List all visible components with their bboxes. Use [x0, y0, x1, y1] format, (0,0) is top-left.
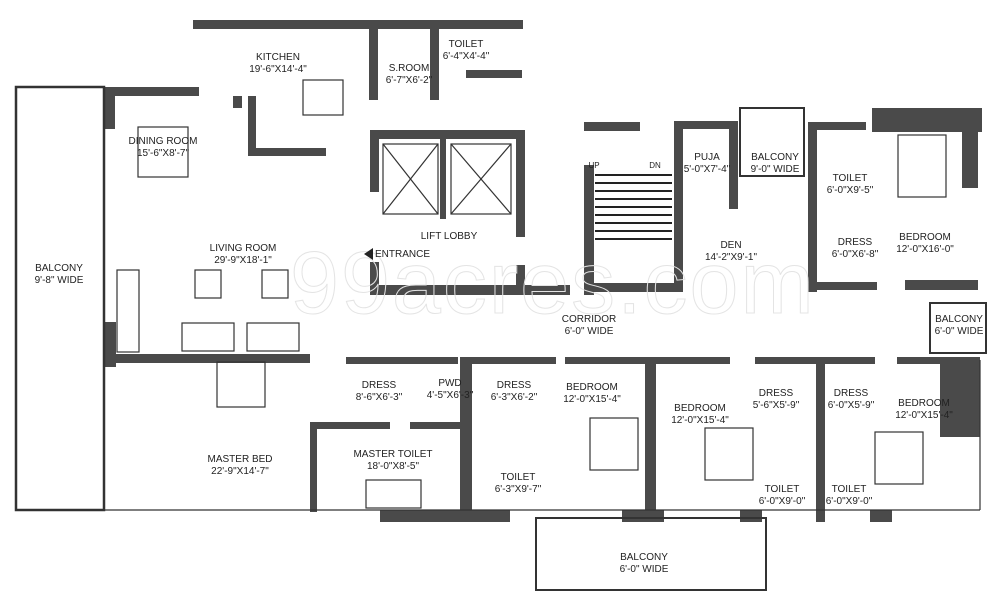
- arrow-left-triangle-icon: [364, 248, 373, 260]
- room-size: 6'-0" WIDE: [619, 564, 669, 575]
- room-size: 6'-4"X4'-4": [442, 51, 490, 62]
- stair-up-label: UP: [588, 161, 600, 170]
- room-size: 9'-0" WIDE: [750, 164, 800, 175]
- room-name: DINING ROOM: [128, 136, 198, 147]
- room-name: BEDROOM: [898, 398, 950, 409]
- room-name: BALCONY: [935, 314, 983, 325]
- room-size: 6'-0" WIDE: [934, 326, 984, 337]
- room-size: 6'-0"X9'-0": [825, 496, 873, 507]
- room-size: 12'-0"X15'-4": [895, 410, 953, 421]
- room-name: TOILET: [448, 39, 484, 50]
- room-size: 6'-0"X9'-0": [758, 496, 806, 507]
- room-size: 8'-6"X6'-3": [355, 392, 403, 403]
- room-name: PWD: [438, 378, 462, 389]
- room-name: TOILET: [831, 484, 867, 495]
- room-name: LIFT LOBBY: [420, 231, 478, 242]
- room-size: 6'-0" WIDE: [564, 326, 614, 337]
- stair-down-label: DN: [649, 161, 661, 170]
- watermark: 99acres.com: [290, 233, 816, 333]
- room-size: 9'-8" WIDE: [34, 275, 84, 286]
- room-name: KITCHEN: [256, 52, 300, 63]
- room-name: TOILET: [500, 472, 536, 483]
- room-name: DRESS: [496, 380, 532, 391]
- room-size: 6'-3"X9'-7": [494, 484, 542, 495]
- room-name: BEDROOM: [899, 232, 951, 243]
- room-name: BALCONY: [620, 552, 668, 563]
- room-name: LIVING ROOM: [209, 243, 277, 254]
- room-label-lift-lobby: LIFT LOBBY: [421, 231, 478, 243]
- room-name: DEN: [720, 240, 742, 251]
- room-name: TOILET: [764, 484, 800, 495]
- room-name: BALCONY: [35, 263, 83, 274]
- room-name: TOILET: [832, 173, 868, 184]
- room-size: 5'-0"X7'-4": [683, 164, 731, 175]
- room-name: DRESS: [361, 380, 397, 391]
- room-size: 18'-0"X8'-5": [366, 461, 420, 472]
- room-size: 15'-6"X8'-7": [136, 148, 190, 159]
- room-name: DRESS: [758, 388, 794, 399]
- room-size: 14'-2"X9'-1": [704, 252, 758, 263]
- room-name: BEDROOM: [566, 382, 618, 393]
- entrance-label: ENTRANCE: [375, 248, 431, 260]
- walls: [104, 20, 982, 522]
- room-name: DRESS: [833, 388, 869, 399]
- room-size: 19'-6"X14'-4": [249, 64, 307, 75]
- room-size: 6'-3"X6'-2": [490, 392, 538, 403]
- room-name: PUJA: [694, 152, 720, 163]
- room-size: 22'-9"X14'-7": [211, 466, 269, 477]
- room-name: BALCONY: [751, 152, 799, 163]
- room-size: 6'-0"X5'-9": [827, 400, 875, 411]
- room-size: 29'-9"X18'-1": [214, 255, 272, 266]
- room-size: 6'-0"X9'-5": [826, 185, 874, 196]
- room-name: CORRIDOR: [561, 314, 617, 325]
- room-name: MASTER TOILET: [353, 449, 433, 460]
- room-name: BEDROOM: [674, 403, 726, 414]
- room-size: 6'-7"X6'-2": [385, 75, 433, 86]
- room-size: 12'-0"X15'-4": [563, 394, 621, 405]
- room-size: 6'-0"X6'-8": [831, 249, 879, 260]
- room-name: MASTER BED: [207, 454, 273, 465]
- room-size: 12'-0"X15'-4": [671, 415, 729, 426]
- room-size: 12'-0"X16'-0": [896, 244, 954, 255]
- room-size: 4'-5"X6'-3": [426, 390, 474, 401]
- outlines: [14, 79, 987, 591]
- room-name: S.ROOM: [388, 63, 430, 74]
- room-name: DRESS: [837, 237, 873, 248]
- room-size: 5'-6"X5'-9": [752, 400, 800, 411]
- entrance-marker: ENTRANCE: [364, 248, 430, 260]
